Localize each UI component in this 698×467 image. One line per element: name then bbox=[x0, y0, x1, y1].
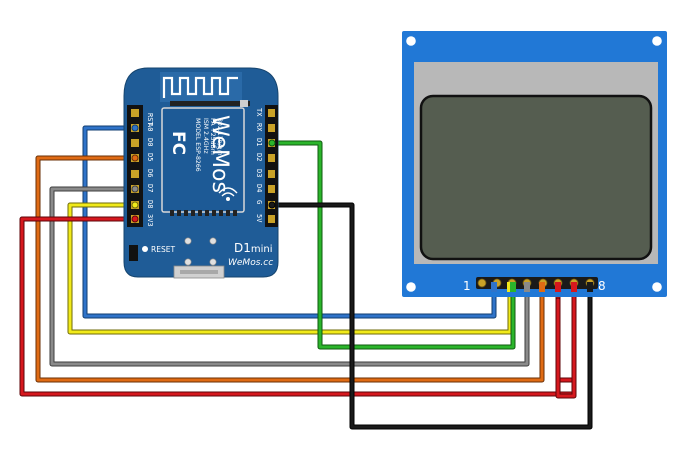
smd-component bbox=[240, 100, 248, 107]
wifi-icon bbox=[218, 187, 238, 201]
pin-5v[interactable] bbox=[268, 215, 275, 223]
pin-label-d3: D3 bbox=[255, 169, 263, 177]
pin-d2[interactable] bbox=[268, 154, 275, 162]
pin-label-d6: D6 bbox=[146, 169, 154, 177]
module-line-3: PA +25dBm bbox=[209, 118, 216, 155]
antenna-icon bbox=[160, 72, 242, 102]
wire-black bbox=[269, 202, 593, 430]
display-header-strip bbox=[476, 277, 598, 289]
wire-blue bbox=[82, 125, 497, 319]
pin-rst[interactable] bbox=[131, 109, 139, 117]
website-label: WeMos.cc bbox=[228, 258, 273, 268]
module-text: MODEL ESP-8266 ISM 2.4GHz PA +25dBm 802.… bbox=[194, 118, 223, 172]
pin-d3[interactable] bbox=[268, 170, 275, 178]
pin-label-d4: D4 bbox=[255, 184, 263, 192]
pin-label-rx: RX bbox=[255, 123, 263, 132]
pin-number-first: 1 bbox=[463, 279, 471, 293]
pin-label-d1: D1 bbox=[255, 138, 263, 146]
module-pads bbox=[170, 210, 237, 216]
nokia-5110-display: 1 8 bbox=[402, 31, 667, 297]
esp-module-shield bbox=[161, 107, 245, 213]
lcd-screen bbox=[419, 94, 653, 261]
pin-label-d7: D7 bbox=[146, 184, 154, 192]
pin-d4[interactable] bbox=[268, 185, 275, 193]
reset-indicator-icon bbox=[142, 246, 148, 252]
right-header-strip bbox=[265, 105, 278, 227]
pin-d6[interactable] bbox=[131, 170, 139, 178]
pin-label-g: G bbox=[255, 200, 263, 204]
mounting-holes bbox=[406, 36, 662, 292]
wemos-logo-icon: WeMos bbox=[207, 115, 232, 193]
pin-label-d0: D0 bbox=[146, 138, 154, 146]
reset-label: RESET bbox=[151, 245, 175, 254]
pin-label-rst: RST bbox=[146, 113, 154, 126]
wires bbox=[19, 125, 593, 430]
fc-mark-icon: FC bbox=[168, 131, 188, 155]
pin-label-d5: D5 bbox=[146, 153, 154, 161]
mounting-hole-bl bbox=[406, 282, 416, 292]
pin-label-3v3: 3V3 bbox=[146, 214, 154, 227]
mounting-hole-tr bbox=[652, 36, 662, 46]
pin-label-d2: D2 bbox=[255, 153, 263, 161]
usb-connector-icon bbox=[173, 265, 225, 279]
pin-rx[interactable] bbox=[268, 124, 275, 132]
reset-button[interactable] bbox=[129, 245, 138, 261]
pin-d0[interactable] bbox=[131, 139, 139, 147]
wemos-d1-mini-board: FC MODEL ESP-8266 ISM 2.4GHz PA +25dBm 8… bbox=[123, 67, 279, 279]
display-wire-ends bbox=[491, 282, 593, 292]
mounting-hole-br bbox=[652, 282, 662, 292]
right-pin-labels: TX RX D1 D2 D3 D4 G 5V bbox=[255, 108, 263, 223]
wire-green bbox=[269, 140, 516, 350]
module-line-2: ISM 2.4GHz bbox=[202, 118, 209, 154]
wire-orange bbox=[35, 155, 545, 383]
left-header bbox=[127, 105, 143, 227]
fc-mark: FC bbox=[168, 131, 188, 155]
module-line-1: MODEL ESP-8266 bbox=[194, 118, 201, 172]
pin-label-5v: 5V bbox=[255, 214, 263, 223]
pin-label-tx: TX bbox=[255, 108, 263, 117]
pin-tx[interactable] bbox=[268, 109, 275, 117]
display-pin-1[interactable] bbox=[477, 278, 487, 288]
wire-yellow bbox=[67, 202, 513, 335]
left-header-strip bbox=[127, 105, 143, 227]
wire-end-connectors bbox=[131, 124, 276, 223]
solder-pads bbox=[184, 237, 217, 266]
pin-number-last: 8 bbox=[598, 279, 606, 293]
wire-red bbox=[19, 216, 577, 399]
model-name: D1mini bbox=[234, 241, 273, 255]
module-line-4: 802.11b/g/n bbox=[216, 118, 223, 156]
pin-label-a0: A0 bbox=[146, 123, 154, 131]
left-pin-labels: RST A0 D0 D5 D6 D7 D8 3V3 bbox=[146, 113, 154, 227]
antenna-strip bbox=[170, 101, 250, 106]
pin-label-d8: D8 bbox=[146, 200, 154, 208]
mounting-hole-tl bbox=[406, 36, 416, 46]
right-header bbox=[265, 105, 278, 227]
brand-logo: WeMos bbox=[207, 115, 232, 193]
wire-gray bbox=[49, 186, 530, 367]
